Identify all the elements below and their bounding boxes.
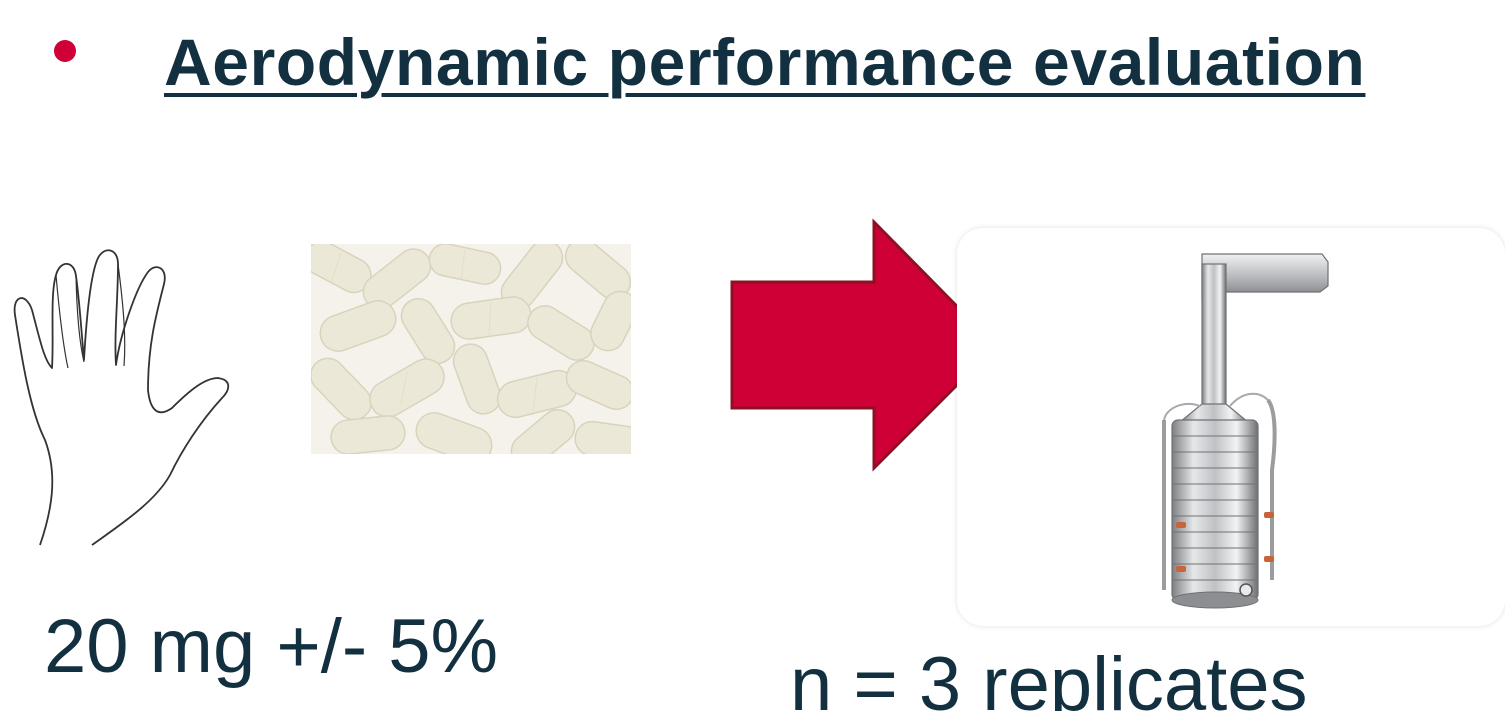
replicates-label: n = 3 replicates bbox=[790, 642, 1308, 711]
slide-title: Aerodynamic performance evaluation bbox=[164, 25, 1366, 99]
cascade-impactor-image bbox=[1162, 253, 1329, 609]
capsules-image bbox=[311, 244, 631, 454]
dose-label: 20 mg +/- 5% bbox=[44, 604, 499, 689]
bullet-icon bbox=[54, 40, 76, 62]
hand-icon bbox=[13, 249, 230, 546]
right-arrow-icon bbox=[730, 218, 999, 472]
